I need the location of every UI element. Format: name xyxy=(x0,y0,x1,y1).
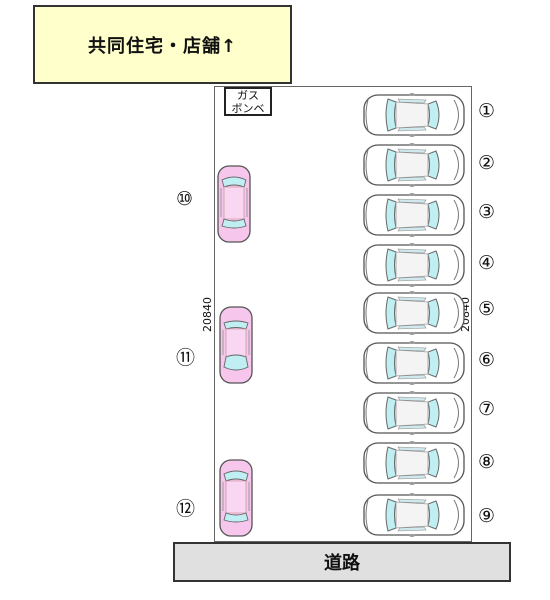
space-number-9: ⑨ xyxy=(478,505,496,527)
road-label: 道路 xyxy=(324,553,360,574)
gas-label-line2: ボンベ xyxy=(231,102,265,115)
car-space-10 xyxy=(217,165,251,243)
space-number-7: ⑦ xyxy=(478,398,496,420)
car-space-4 xyxy=(363,242,465,288)
space-number-5: ⑤ xyxy=(478,298,496,320)
space-number-8: ⑧ xyxy=(478,451,496,473)
car-space-7 xyxy=(363,390,465,436)
space-number-12: ⑫ xyxy=(176,498,196,520)
car-space-9 xyxy=(363,492,465,538)
road: 道路 xyxy=(173,542,511,582)
car-space-11 xyxy=(219,306,253,384)
car-space-1 xyxy=(363,92,465,138)
space-number-2: ② xyxy=(478,152,496,174)
gas-cylinder-box: ガス ボンベ xyxy=(224,87,272,116)
space-number-4: ④ xyxy=(478,252,496,274)
space-number-1: ① xyxy=(478,100,496,122)
space-number-3: ③ xyxy=(478,201,496,223)
space-number-6: ⑥ xyxy=(478,349,496,371)
car-space-2 xyxy=(363,142,465,188)
building-label-box: 共同住宅・店舗↑ xyxy=(33,5,292,84)
building-label: 共同住宅・店舗↑ xyxy=(87,35,238,57)
space-number-11: ⑪ xyxy=(176,347,196,369)
car-space-5 xyxy=(363,290,465,336)
car-space-8 xyxy=(363,440,465,486)
car-space-3 xyxy=(363,192,465,238)
dimension-left: 20840 xyxy=(201,297,214,332)
car-space-6 xyxy=(363,340,465,386)
space-number-10: ⑩ xyxy=(176,188,194,210)
car-space-12 xyxy=(219,459,253,537)
gas-label-line1: ガス xyxy=(237,89,259,102)
